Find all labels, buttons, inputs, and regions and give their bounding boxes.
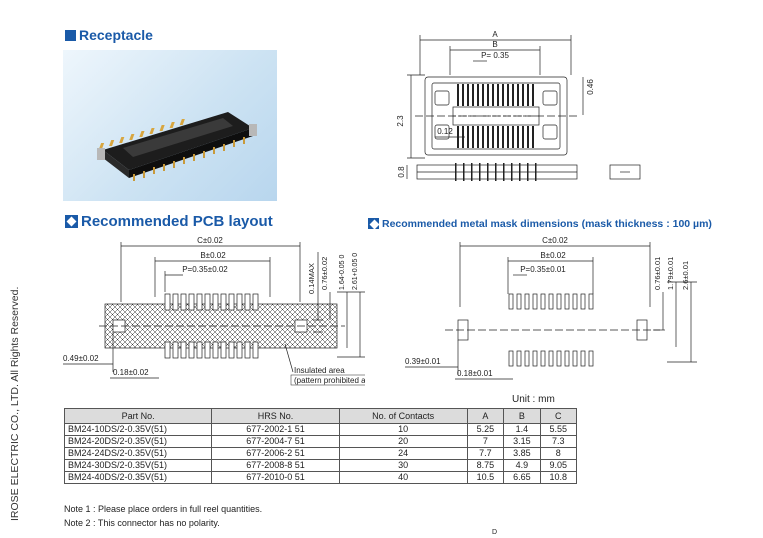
cell-c: 8 (539, 447, 578, 460)
cell-contacts: 10 (338, 423, 468, 436)
cell-hrs-no: 677-2010-0 51 (211, 471, 340, 484)
col-header-hrs-no: HRS No. (211, 408, 340, 424)
mask-dim-018: 0.18±0.01 (457, 369, 493, 378)
unit-label: Unit : mm (512, 394, 555, 405)
receptacle-title: Receptacle (65, 27, 153, 43)
copyright-text: IROSE ELECTRIC CO., LTD. All Rights Rese… (9, 286, 21, 521)
page-mark: D (492, 529, 498, 536)
mask-dim-b: B±0.02 (540, 251, 566, 260)
cell-c: 7.3 (539, 435, 578, 448)
col-header-c: C (539, 408, 578, 424)
table-row: BM24-24DS/2-0.35V(51) 677-2006-2 51 24 7… (63, 447, 578, 460)
insulated-label-2: (pattern prohibited area) (294, 376, 365, 385)
mask-dim-039: 0.39±0.01 (405, 357, 441, 366)
cell-a: 5.25 (466, 423, 505, 436)
pcb-dim-b: B±0.02 (200, 251, 226, 260)
pcb-layout-title: Recommended PCB layout (65, 213, 273, 230)
receptacle-title-text: Receptacle (79, 27, 153, 43)
cell-hrs-no: 677-2004-7 51 (211, 435, 340, 448)
pcb-dim-014max: 0.14MAX (307, 263, 316, 294)
mask-dim-179: 1.79±0.01 (666, 257, 675, 290)
diamond-bullet-icon (65, 215, 78, 228)
metal-mask-drawing: C±0.02 B±0.02 P=0.35±0.01 0.76±0.01 1.79… (405, 236, 697, 380)
dim-012: 0.12 (437, 127, 453, 136)
pcb-dim-p: P=0.35±0.02 (182, 265, 228, 274)
cell-c: 5.55 (539, 423, 578, 436)
table-row: BM24-10DS/2-0.35V(51) 677-2002-1 51 10 5… (63, 423, 578, 436)
cell-hrs-no: 677-2002-1 51 (211, 423, 340, 436)
table-row: BM24-30DS/2-0.35V(51) 677-2008-8 51 30 8… (63, 459, 578, 472)
table-header-row: Part No. HRS No. No. of Contacts A B C (63, 408, 578, 424)
mask-dim-26: 2.6±0.01 (681, 261, 690, 290)
pcb-layout-title-text: Recommended PCB layout (81, 213, 273, 230)
col-header-contacts: No. of Contacts (338, 408, 468, 424)
cell-b: 3.85 (503, 447, 541, 460)
dim-p: P= 0.35 (481, 51, 509, 60)
metal-mask-title-text: Recommended metal mask dimensions (mask … (382, 218, 712, 230)
cell-part-no: BM24-24DS/2-0.35V(51) (63, 447, 213, 460)
table-row: BM24-20DS/2-0.35V(51) 677-2004-7 51 20 7… (63, 435, 578, 448)
cell-b: 6.65 (503, 471, 541, 484)
cell-part-no: BM24-30DS/2-0.35V(51) (63, 459, 213, 472)
cell-part-no: BM24-20DS/2-0.35V(51) (63, 435, 213, 448)
cell-a: 7 (466, 435, 505, 448)
receptacle-drawing: A B P= 0.35 2.3 0.46 0.12 0.8 (396, 30, 641, 181)
cell-b: 1.4 (503, 423, 541, 436)
col-header-a: A (466, 408, 505, 424)
note-1: Note 1 : Please place orders in full ree… (64, 504, 263, 514)
col-header-b: B (503, 408, 541, 424)
dim-046: 0.46 (586, 79, 595, 95)
pcb-dim-c: C±0.02 (197, 236, 223, 245)
cell-part-no: BM24-10DS/2-0.35V(51) (63, 423, 213, 436)
mask-dim-076: 0.76±0.01 (653, 257, 662, 290)
metal-mask-title: Recommended metal mask dimensions (mask … (368, 218, 712, 230)
cell-b: 4.9 (503, 459, 541, 472)
note-2: Note 2 : This connector has no polarity. (64, 518, 220, 528)
cell-part-no: BM24-40DS/2-0.35V(51) (63, 471, 213, 484)
cell-hrs-no: 677-2008-8 51 (211, 459, 340, 472)
diamond-bullet-icon (368, 218, 379, 229)
parts-table: Part No. HRS No. No. of Contacts A B C B… (63, 408, 578, 484)
pcb-layout-drawing: C±0.02 B±0.02 P=0.35±0.02 0.14MAX 0.76±0… (63, 236, 365, 386)
cell-c: 9.05 (539, 459, 578, 472)
cell-contacts: 30 (338, 459, 468, 472)
insulated-label-1: Insulated area (294, 366, 345, 375)
dim-b: B (492, 40, 497, 49)
cell-a: 8.75 (466, 459, 505, 472)
mask-dim-p: P=0.35±0.01 (520, 265, 566, 274)
mask-dim-c: C±0.02 (542, 236, 568, 245)
pcb-dim-018: 0.18±0.02 (113, 368, 149, 377)
cell-contacts: 20 (338, 435, 468, 448)
pcb-dim-164: 1.64-0.05 0 (339, 254, 346, 290)
connector-image (97, 112, 257, 181)
cell-a: 7.7 (466, 447, 505, 460)
cell-c: 10.8 (539, 471, 578, 484)
pcb-dim-049: 0.49±0.02 (63, 354, 99, 363)
dim-08: 0.8 (397, 166, 406, 178)
dim-a: A (492, 30, 498, 39)
cell-b: 3.15 (503, 435, 541, 448)
pcb-dim-261: 2.61+0.05 0 (352, 253, 359, 290)
dim-height: 2.3 (396, 115, 405, 127)
cell-a: 10.5 (466, 471, 505, 484)
square-bullet-icon (65, 30, 76, 41)
pcb-dim-076: 0.76±0.02 (320, 257, 329, 290)
cell-contacts: 24 (338, 447, 468, 460)
cell-contacts: 40 (338, 471, 468, 484)
cell-hrs-no: 677-2006-2 51 (211, 447, 340, 460)
product-photo (63, 50, 277, 201)
col-header-part-no: Part No. (63, 408, 213, 424)
table-row: BM24-40DS/2-0.35V(51) 677-2010-0 51 40 1… (63, 471, 578, 484)
